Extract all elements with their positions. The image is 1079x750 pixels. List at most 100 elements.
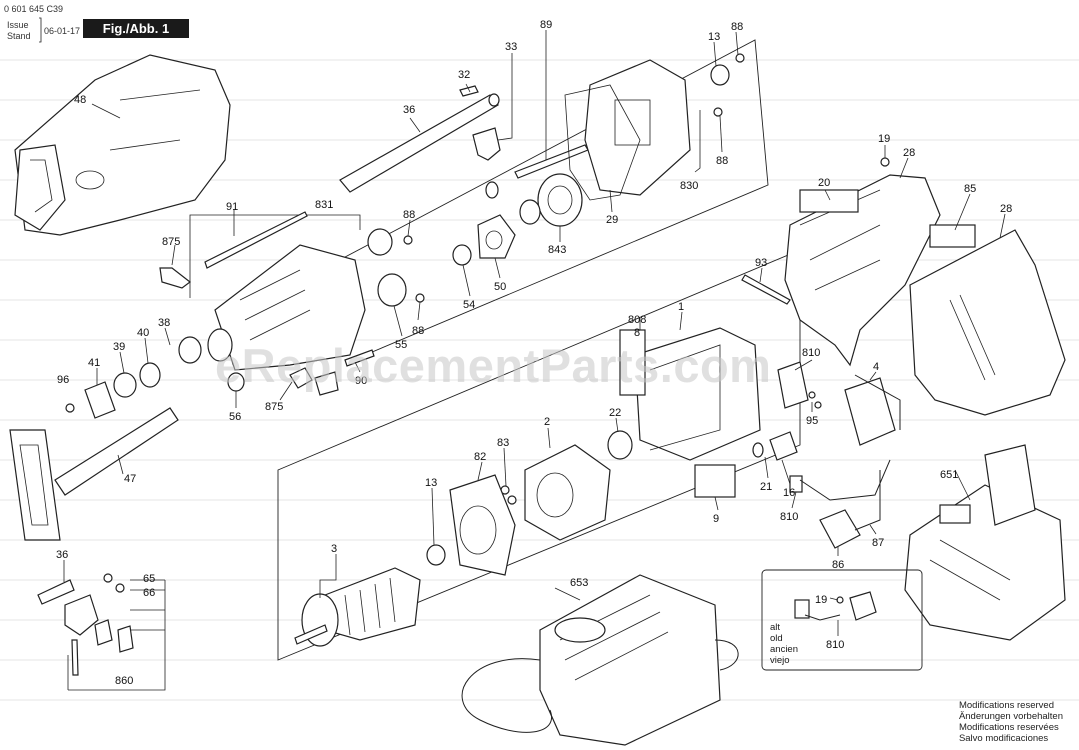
callout-653: 653 (570, 577, 588, 589)
callout-810: 810 (826, 639, 844, 651)
ring-40 (139, 362, 161, 388)
callout-843: 843 (548, 244, 566, 256)
clip-875 (159, 267, 191, 289)
switch-4 (844, 377, 896, 446)
motor-assembly-frame (277, 249, 801, 661)
callout-20: 20 (818, 177, 830, 189)
handle-housing-28 (909, 224, 1066, 416)
armature-3 (294, 567, 421, 647)
label-9 (694, 464, 736, 498)
callout-875: 875 (265, 401, 283, 413)
alt-label: ancien (770, 644, 798, 655)
note-line: Änderungen vorbehalten (958, 711, 1063, 722)
callout-47: 47 (124, 473, 136, 485)
callout-88: 88 (403, 209, 415, 221)
callout-90: 90 (355, 375, 367, 387)
callout-85: 85 (964, 183, 976, 195)
callout-87: 87 (872, 537, 884, 549)
callout-29: 29 (606, 214, 618, 226)
bearing-22 (607, 430, 633, 460)
leader-lines (63, 30, 1006, 636)
nose-cover-48 (14, 54, 231, 236)
callout-810: 810 (802, 347, 820, 359)
front-housing-831 (189, 214, 366, 371)
motor-housing-20 (784, 174, 941, 367)
switch-810 (777, 361, 809, 409)
gear-assembly-frame (329, 39, 769, 356)
bearing-54 (452, 244, 472, 266)
callout-651: 651 (940, 469, 958, 481)
callout-3: 3 (331, 543, 337, 555)
callout-2: 2 (544, 416, 550, 428)
part-number: 0 601 645 C39 (4, 4, 64, 14)
watermark: eReplacementParts.com (215, 339, 772, 392)
alt-label: alt (770, 622, 781, 633)
callout-830: 830 (680, 180, 698, 192)
plate-82 (449, 474, 516, 576)
callout-16: 16 (783, 487, 795, 499)
callout-93: 93 (755, 257, 767, 269)
bearing-housing-50 (477, 181, 516, 259)
callout-48: 48 (74, 94, 86, 106)
charger-653 (461, 574, 739, 746)
callout-40: 40 (137, 327, 149, 339)
callout-88: 88 (716, 155, 728, 167)
clamp-33 (472, 127, 501, 161)
sleeve-38 (178, 336, 202, 364)
callout-1: 1 (678, 301, 684, 313)
note-line: Modifications reserved (958, 700, 1054, 711)
callout-96: 96 (57, 374, 69, 386)
callout-13: 13 (708, 31, 720, 43)
callout-91: 91 (226, 201, 238, 213)
callout-95: 95 (806, 415, 818, 427)
callout-21: 21 (760, 481, 772, 493)
callout-55: 55 (395, 339, 407, 351)
callout-33: 33 (505, 41, 517, 53)
issue-label: Issue (7, 20, 29, 30)
callout-13: 13 (425, 477, 437, 489)
gear-housing-29 (564, 59, 691, 201)
callout-810: 810 (780, 511, 798, 523)
ring-55 (377, 273, 407, 307)
callout-36: 36 (403, 104, 415, 116)
callout-89: 89 (540, 19, 552, 31)
bearing-13 (710, 64, 730, 86)
callout-28: 28 (903, 147, 915, 159)
alt-label: old (770, 633, 783, 644)
callout-808: 808 (628, 314, 646, 326)
callout-66: 66 (143, 587, 155, 599)
modification-notes: Modifications reserved Änderungen vorbeh… (959, 700, 1063, 744)
gear-843 (519, 173, 583, 227)
callout-39: 39 (113, 341, 125, 353)
callout-9: 9 (713, 513, 719, 525)
note-line: Salvo modificaciones (958, 733, 1049, 744)
stand-label: Stand (7, 31, 31, 41)
alt-switch-inset (761, 569, 923, 671)
battery-651 (904, 444, 1066, 641)
callout-4: 4 (873, 361, 879, 373)
bearing-13b (426, 544, 446, 566)
issue-date: 06-01-17 (44, 26, 81, 36)
washer-39 (113, 372, 137, 398)
callout-83: 83 (497, 437, 509, 449)
callout-56: 56 (229, 411, 241, 423)
callout-41: 41 (88, 357, 100, 369)
callout-38: 38 (158, 317, 170, 329)
magnet-ring-2 (524, 444, 611, 541)
stator-1 (619, 327, 761, 461)
background-grid (0, 59, 1079, 701)
alt-label-list: alt old ancien viejo (770, 622, 798, 666)
shoe-47 (9, 407, 179, 541)
callout-36: 36 (56, 549, 68, 561)
callout-875: 875 (162, 236, 180, 248)
callout-32: 32 (458, 69, 470, 81)
figure-badge: Fig./Abb. 1 (83, 19, 189, 38)
callout-50: 50 (494, 281, 506, 293)
callout-54: 54 (463, 299, 475, 311)
callout-88: 88 (412, 325, 424, 337)
callout-22: 22 (609, 407, 621, 419)
callout-19: 19 (815, 594, 827, 606)
plunger-rod-36 (339, 85, 500, 193)
long-screw-91 (204, 211, 308, 269)
